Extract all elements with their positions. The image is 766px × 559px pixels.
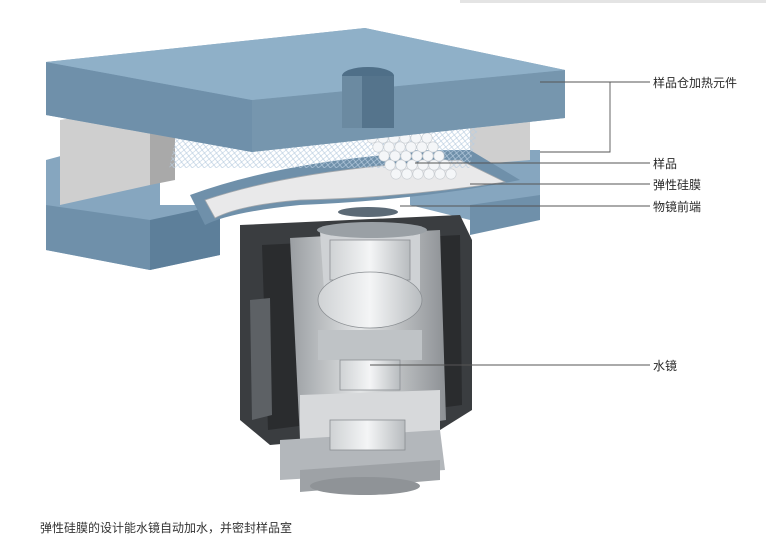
sample-bead: [428, 159, 440, 171]
leader-heater: [540, 81, 611, 153]
sample-bead: [411, 150, 423, 162]
top-border-line: [460, 0, 766, 3]
sample-bead: [400, 150, 412, 162]
sample-bead: [421, 132, 433, 144]
label-objective-front: 物镜前端: [653, 200, 702, 214]
label-water-lens: 水镜: [653, 359, 678, 373]
label-sample: 样品: [653, 157, 678, 171]
sample-bead: [422, 150, 434, 162]
objective-lens: [240, 207, 472, 495]
sample-bead: [439, 159, 451, 171]
label-heater: 样品仓加热元件: [653, 76, 738, 90]
sample-bead: [423, 168, 435, 180]
sample-bead: [433, 150, 445, 162]
upper-block: [46, 28, 565, 152]
sample-bead: [406, 159, 418, 171]
sample-bead: [372, 141, 384, 153]
sample-bead: [378, 150, 390, 162]
sample-bead: [416, 141, 428, 153]
sample-bead: [394, 141, 406, 153]
sample-bead: [405, 141, 417, 153]
label-membrane: 弹性硅膜: [653, 178, 702, 192]
sample-bead: [384, 159, 396, 171]
sample-bead: [417, 159, 429, 171]
sample-bead: [434, 168, 446, 180]
sample-bead: [412, 168, 424, 180]
sample-bead: [427, 141, 439, 153]
sample-bead: [383, 141, 395, 153]
sample-bead: [389, 150, 401, 162]
sample-bead: [395, 159, 407, 171]
sample-bead: [390, 168, 402, 180]
sample-bead: [445, 168, 457, 180]
leader-lines: [370, 81, 650, 366]
figure-caption: 弹性硅膜的设计能水镜自动加水，并密封样品室: [40, 521, 293, 535]
sample-bead: [401, 168, 413, 180]
